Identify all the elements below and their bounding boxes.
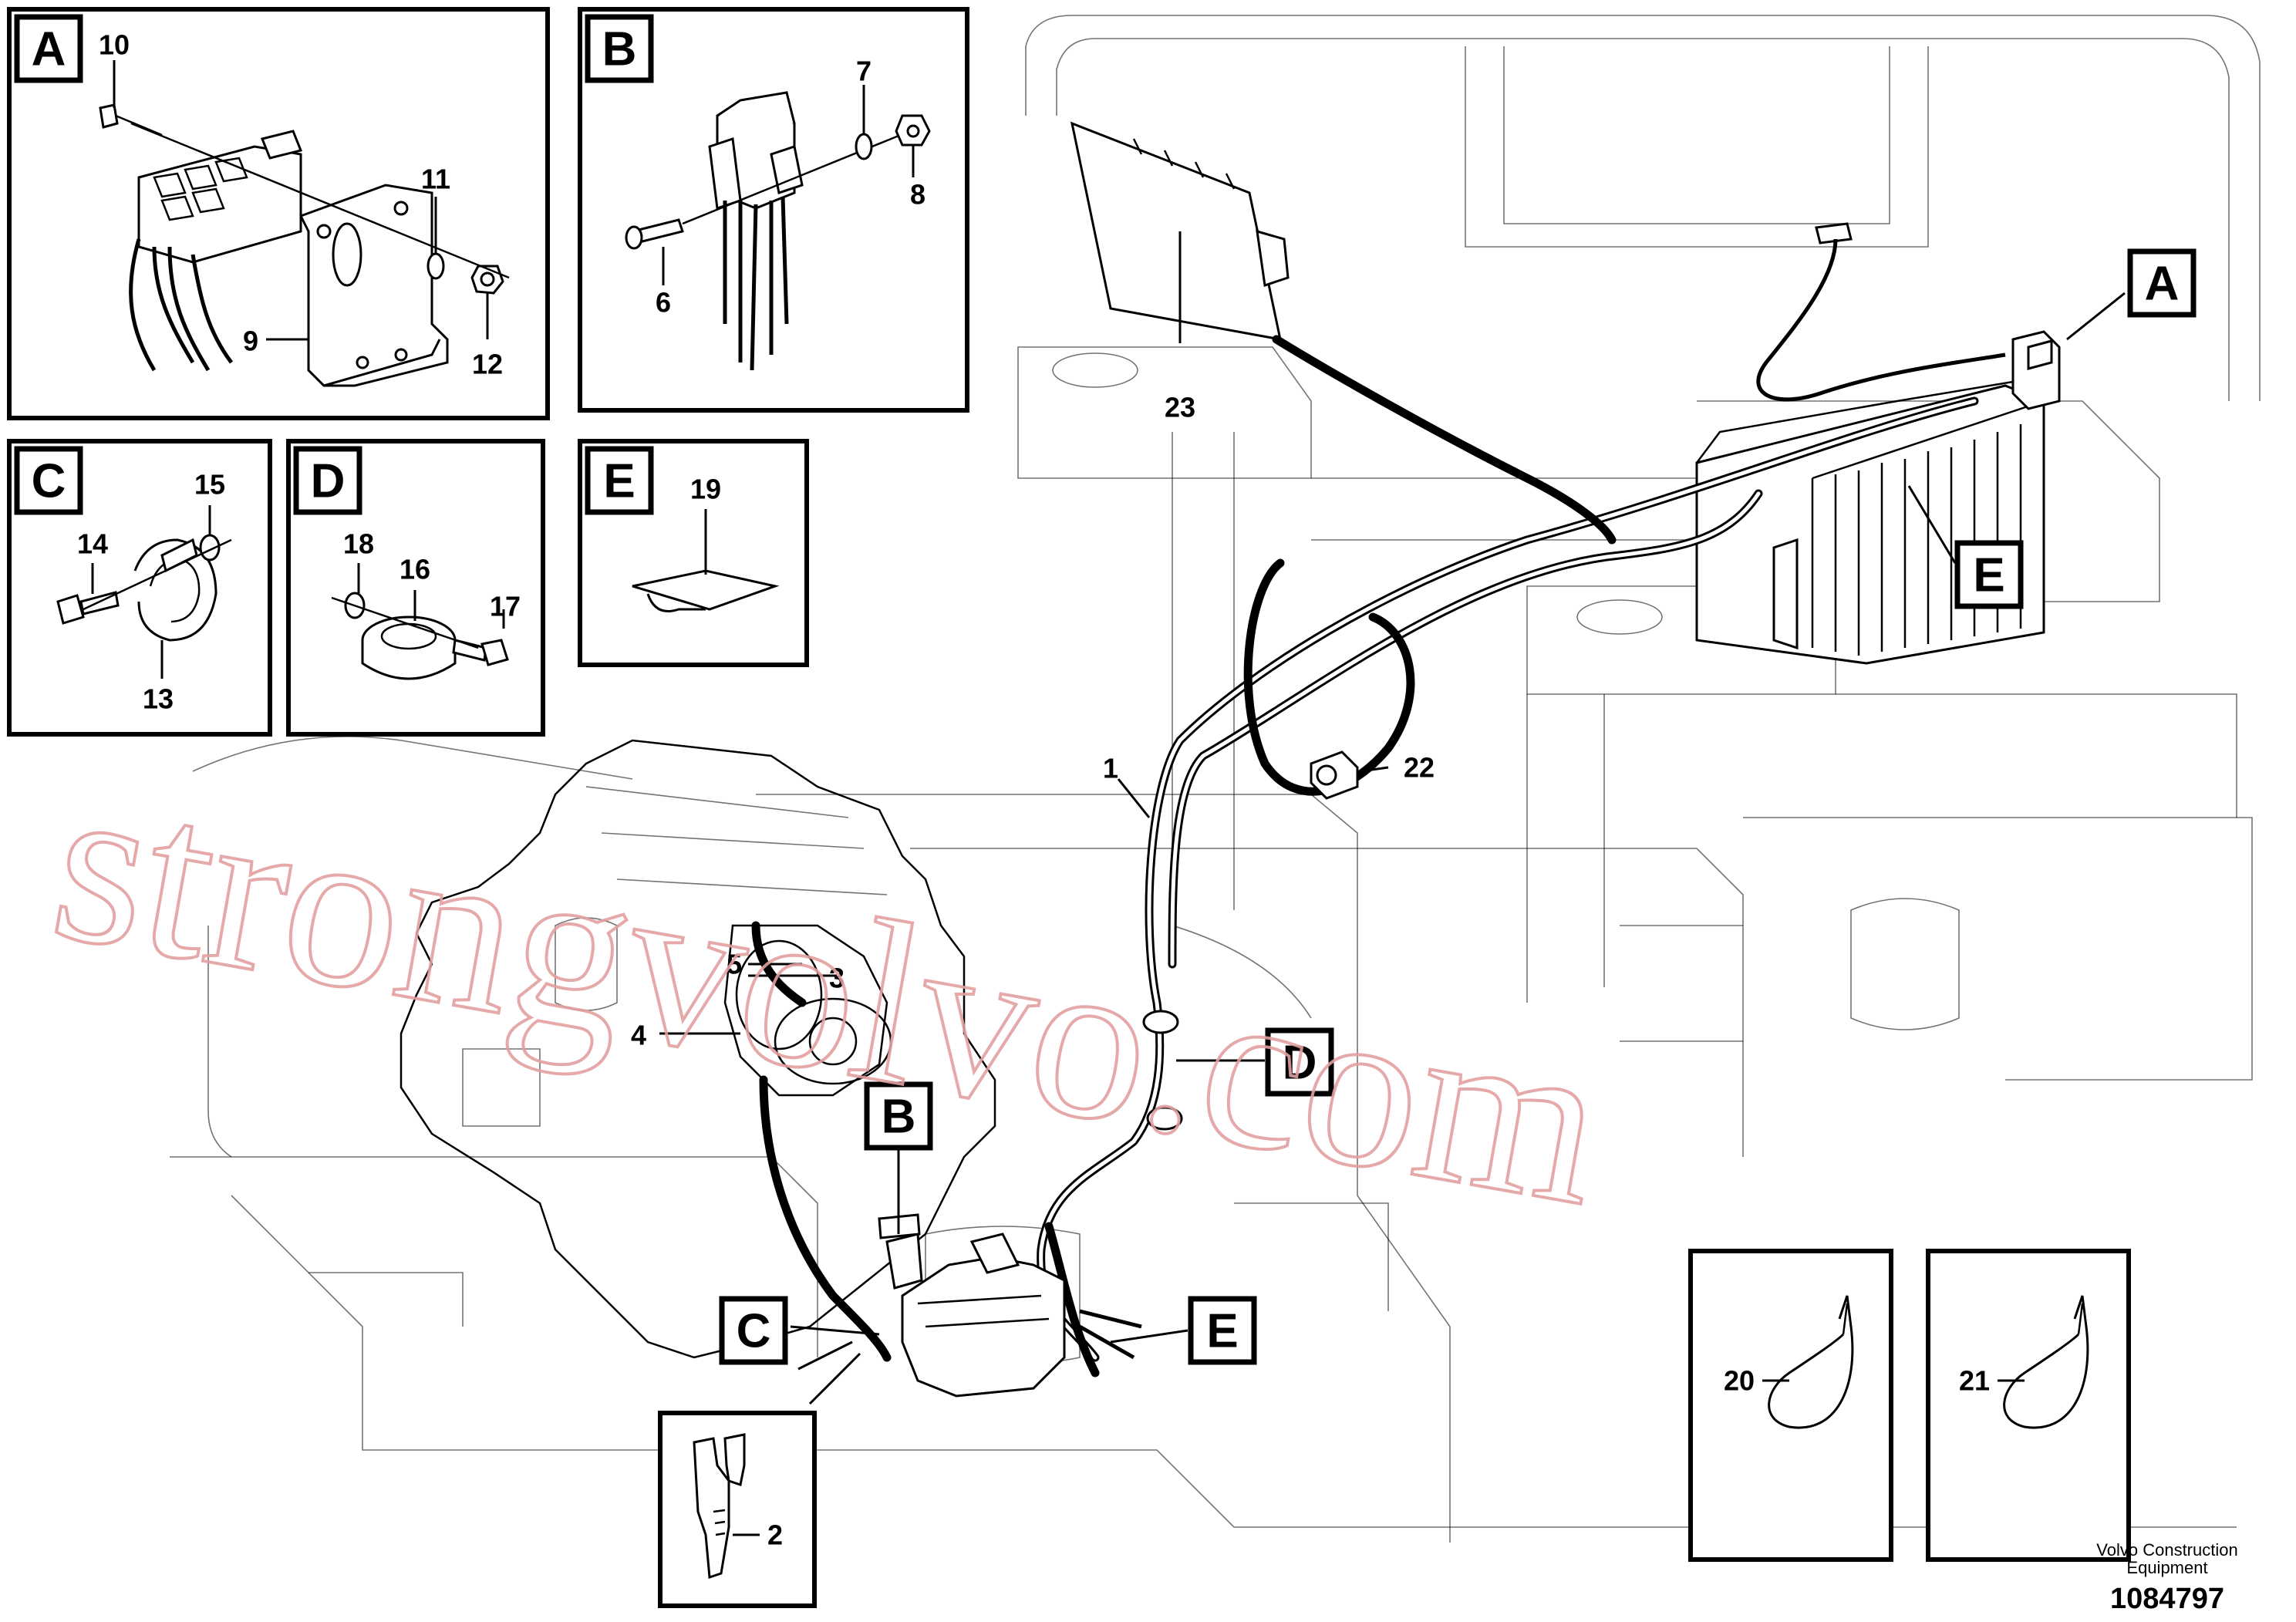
inset-tag-c: C [32, 455, 66, 508]
callout-20: 20 [1724, 1365, 1755, 1397]
leader-lines [659, 231, 2126, 1405]
callout-15: 15 [194, 469, 225, 501]
main-tag-c: C [737, 1305, 771, 1358]
main-tag-e-bottom: E [1206, 1305, 1238, 1358]
part-22-sensor [1310, 750, 1359, 800]
callout-1: 1 [1103, 753, 1118, 784]
callout-10: 10 [99, 29, 130, 61]
callout-19: 19 [690, 474, 721, 505]
callout-7: 7 [856, 56, 872, 87]
callout-box-c [719, 1296, 788, 1365]
small-connector [1815, 222, 1853, 244]
inset-a [7, 7, 550, 420]
grommet-d2 [1146, 1106, 1183, 1131]
inset-tag-d: D [311, 455, 346, 508]
main-tag-e-top: E [1973, 549, 2004, 602]
callout-box-b [864, 1081, 933, 1151]
callout-17: 17 [490, 591, 521, 622]
callout-2: 2 [767, 1519, 783, 1551]
callout-23: 23 [1165, 392, 1195, 423]
callout-21: 21 [1959, 1365, 1990, 1397]
callout-8: 8 [910, 179, 925, 211]
callout-16: 16 [400, 554, 430, 585]
callout-box-e-top [1954, 540, 2024, 609]
inset-tag-a: A [32, 23, 66, 76]
main-tag-b: B [882, 1091, 916, 1144]
callout-box-a [2127, 248, 2197, 318]
callout-14: 14 [77, 528, 108, 560]
callout-9: 9 [243, 325, 258, 357]
main-tag-a: A [2145, 258, 2180, 311]
inset-e [578, 439, 809, 667]
callout-11: 11 [421, 164, 450, 195]
gearbox-unit [878, 1213, 1066, 1398]
callout-12: 12 [472, 349, 503, 380]
inset-d [286, 439, 545, 737]
callout-22: 22 [1404, 752, 1435, 784]
callout-3: 3 [829, 963, 845, 994]
inset-20-cable-tie [1688, 1249, 1893, 1562]
grommet-d1 [1142, 1010, 1179, 1034]
inset-tag-b: B [602, 23, 637, 76]
watermark: strongvolvo.com [38, 730, 1620, 1254]
callout-4: 4 [631, 1020, 646, 1051]
inset-b [578, 7, 969, 413]
inset-21-cable-tie [1926, 1249, 2131, 1562]
wiring-harness [751, 238, 2006, 1378]
callout-6: 6 [656, 287, 671, 319]
inset-tag-e: E [603, 455, 635, 508]
callout-5: 5 [727, 949, 742, 980]
callout-box-d [1265, 1027, 1334, 1097]
inset-c [7, 439, 272, 737]
footer-company-line1: Volvo Construction [2096, 1540, 2237, 1560]
main-tag-d: D [1283, 1037, 1317, 1090]
callout-box-e-bottom [1188, 1296, 1257, 1365]
callout-18: 18 [343, 528, 374, 560]
drawing-number: 1084797 [2110, 1583, 2224, 1615]
footer-company-line2: Equipment [2126, 1558, 2207, 1577]
callout-13: 13 [143, 683, 174, 715]
inset-2-terminal [658, 1411, 817, 1608]
